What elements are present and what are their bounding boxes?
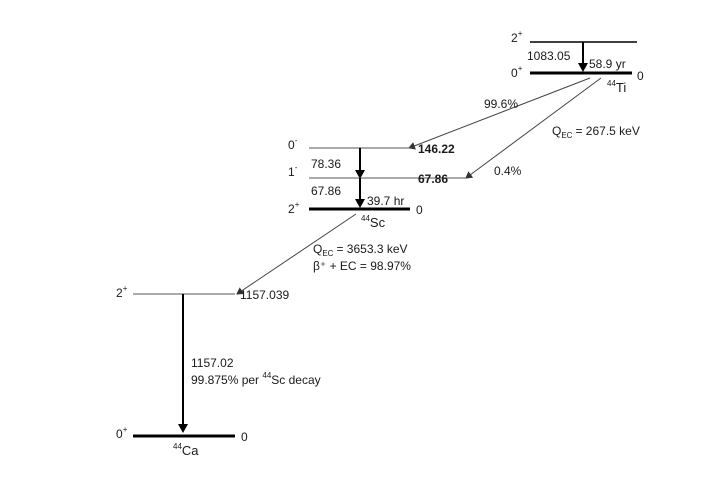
ti-branch-main: 99.6% xyxy=(484,97,518,111)
sc-level-top-spin: 0- xyxy=(288,136,298,152)
ti-ground-energy: 0 xyxy=(637,69,644,83)
sc-branch-arrow xyxy=(236,213,357,295)
ti-halflife: 58.9 yr xyxy=(589,57,626,71)
ca-gamma-energy: 1157.02 xyxy=(191,356,234,370)
sc-q-value: QEC= 3653.3 keV xyxy=(313,242,408,258)
ti-ground-spin: 0+ xyxy=(511,64,523,80)
sc-level-mid-energy: 67.86 xyxy=(418,172,448,186)
ti-branch-arrow-main xyxy=(408,77,591,150)
ti-excited-spin: 2+ xyxy=(511,29,523,45)
sc-halflife: 39.7 hr xyxy=(367,194,404,208)
ca-ground-energy: 0 xyxy=(241,430,248,444)
sc-branch: β⁺ + EC = 98.97% xyxy=(313,259,411,273)
sc-gamma-bottom: 67.86 xyxy=(311,184,341,198)
ca-nuclide-label: 44Ca xyxy=(173,442,199,458)
sc-level-mid-spin: 1- xyxy=(288,163,298,179)
ti-branch-minor: 0.4% xyxy=(494,164,522,178)
sc-gamma-top: 78.36 xyxy=(311,157,341,171)
ti-q-value: QEC= 267.5 keV xyxy=(552,124,640,140)
sc-ground-energy: 0 xyxy=(416,203,423,217)
ca-excited-spin: 2+ xyxy=(116,284,128,300)
ti-branch-arrow-minor xyxy=(465,77,602,179)
ca-gamma-intensity: 99.875% per 44Sc decay xyxy=(191,371,321,387)
sc-level-top-energy: 146.22 xyxy=(418,142,455,156)
ti-gamma-energy: 1083.05 xyxy=(527,49,571,63)
sc-ground-spin: 2+ xyxy=(288,200,300,216)
ca-ground-spin: 0+ xyxy=(116,425,128,441)
ti-nuclide-label: 44Ti xyxy=(607,79,626,95)
ca-excited-energy: 1157.039 xyxy=(240,288,289,302)
sc-nuclide-label: 44Sc xyxy=(361,214,386,230)
